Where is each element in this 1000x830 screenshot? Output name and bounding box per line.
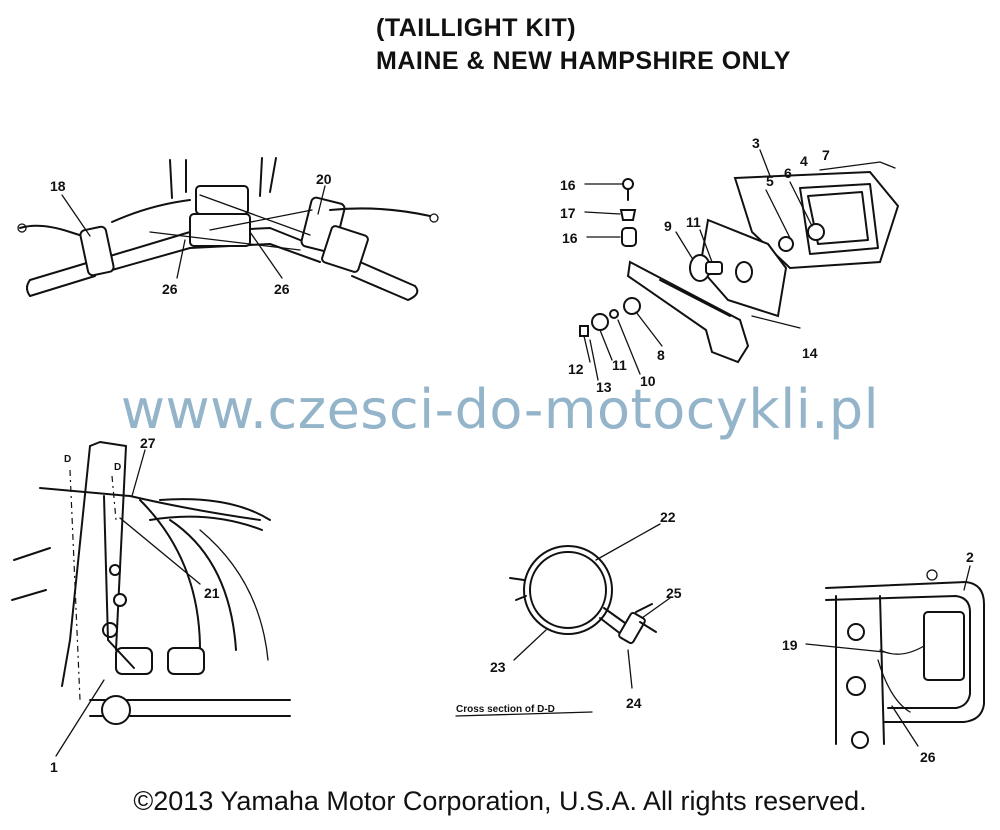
callout-14: 14 [802,345,818,361]
callout-6: 6 [784,165,792,181]
callout-26-left: 26 [162,281,178,297]
callout-22: 22 [660,509,676,525]
callout-16-lower: 16 [562,230,578,246]
callout-25: 25 [666,585,682,601]
callout-9: 9 [664,218,672,234]
callout-13: 13 [596,379,612,395]
callout-4: 4 [800,153,808,169]
callout-20: 20 [316,171,332,187]
callout-12: 12 [568,361,584,377]
section-mark-d-left: D [64,454,71,465]
rear-fender-view [805,565,985,749]
callout-1: 1 [50,759,58,775]
callout-3: 3 [752,135,760,151]
copyright-notice: ©2013 Yamaha Motor Corporation, U.S.A. A… [133,786,867,816]
clamp-cross-section [455,523,671,717]
diagram-title-line1: (TAILLIGHT KIT) [376,14,577,42]
taillight-exploded-view [579,149,900,381]
callout-26-right: 26 [274,281,290,297]
callout-24: 24 [626,695,642,711]
callout-19: 19 [782,637,798,653]
callout-11-top: 11 [686,214,701,230]
callout-18: 18 [50,178,66,194]
callout-23: 23 [490,659,506,675]
handlebar-assembly [17,157,439,301]
callout-7: 7 [822,147,830,163]
callout-8: 8 [657,347,665,363]
section-mark-d-right: D [114,462,121,473]
section-caption: Cross section of D-D [456,704,555,715]
callout-5: 5 [766,173,774,189]
watermark-url: www.czesci-do-motocykli.pl [120,378,880,441]
callout-10: 10 [640,373,656,389]
callout-17: 17 [560,205,576,221]
frame-wiring-view [11,441,291,757]
callout-2: 2 [966,549,974,565]
diagram-title-line2: MAINE & NEW HAMPSHIRE ONLY [376,47,791,75]
callout-21: 21 [204,585,220,601]
callout-26-rear: 26 [920,749,936,765]
callout-11-lower: 11 [612,357,627,373]
callout-27: 27 [140,435,156,451]
callout-16-top: 16 [560,177,576,193]
